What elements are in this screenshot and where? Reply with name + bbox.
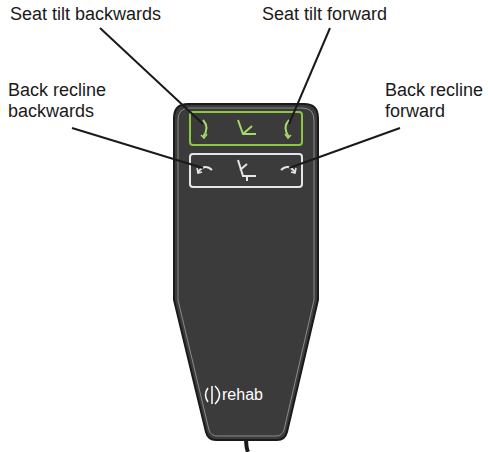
seat-tilt-panel <box>190 112 302 145</box>
tilt-chair-icon <box>238 120 256 134</box>
recline-forward-icon <box>281 167 295 172</box>
recline-back-icon-head <box>197 168 202 173</box>
recline-chair-icon <box>238 160 256 181</box>
button-label: Seat tilt backwards <box>10 4 210 25</box>
button-label: Seat tilt forward <box>262 4 462 25</box>
logo-symbol <box>206 386 220 404</box>
leader-line <box>289 28 330 124</box>
button-label: Back recline backwards <box>8 80 133 122</box>
leader-line <box>72 128 203 168</box>
tilt-back-icon-head <box>201 134 207 138</box>
back-recline-panel <box>190 154 302 187</box>
leader-line <box>100 28 203 124</box>
recline-forward-icon-head <box>291 168 296 173</box>
remote-edge <box>178 108 314 436</box>
button-label: Back recline forward <box>385 80 488 122</box>
leader-line <box>289 128 400 168</box>
brand-logo-text: rehab <box>222 386 302 404</box>
remote-body <box>174 104 318 440</box>
tilt-forward-icon-head <box>285 134 291 138</box>
